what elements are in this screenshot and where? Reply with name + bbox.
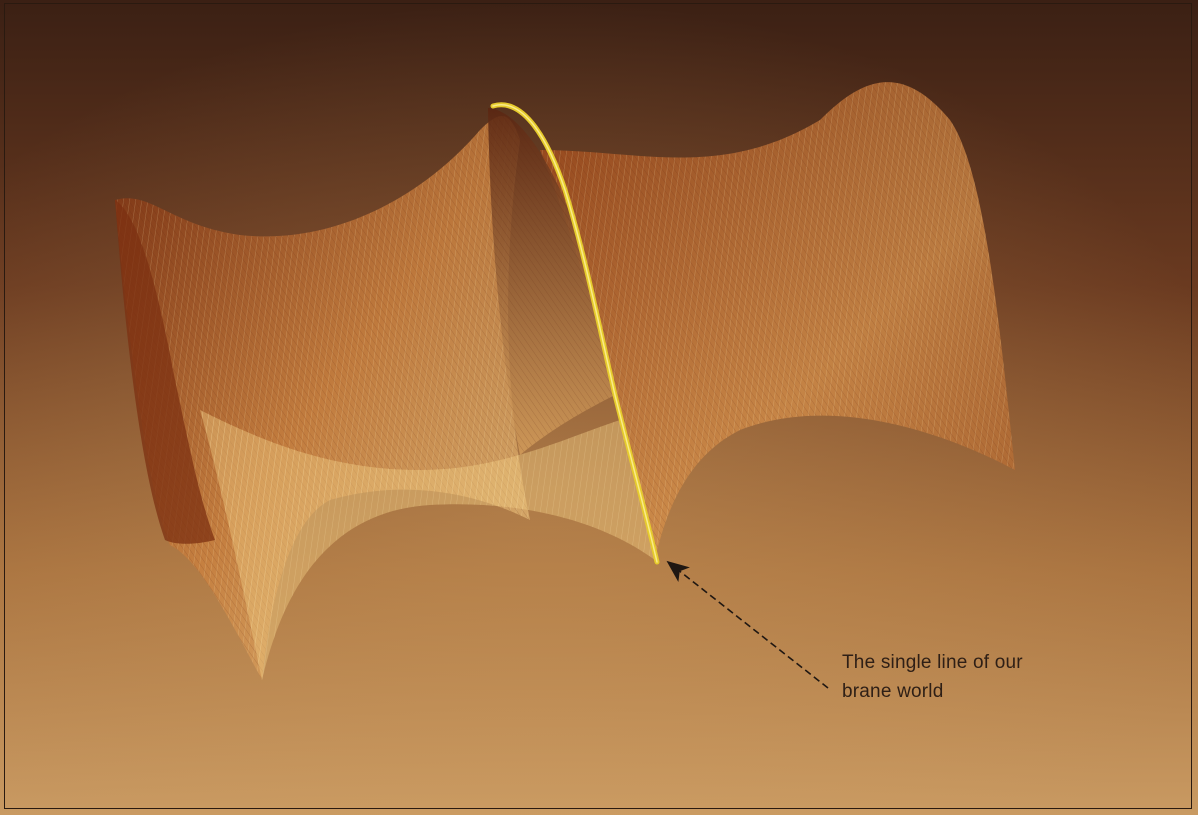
annotation-label: The single line of our brane world <box>842 648 1102 706</box>
annotation-line-2: brane world <box>842 677 1102 706</box>
annotation-line-1: The single line of our <box>842 648 1102 677</box>
